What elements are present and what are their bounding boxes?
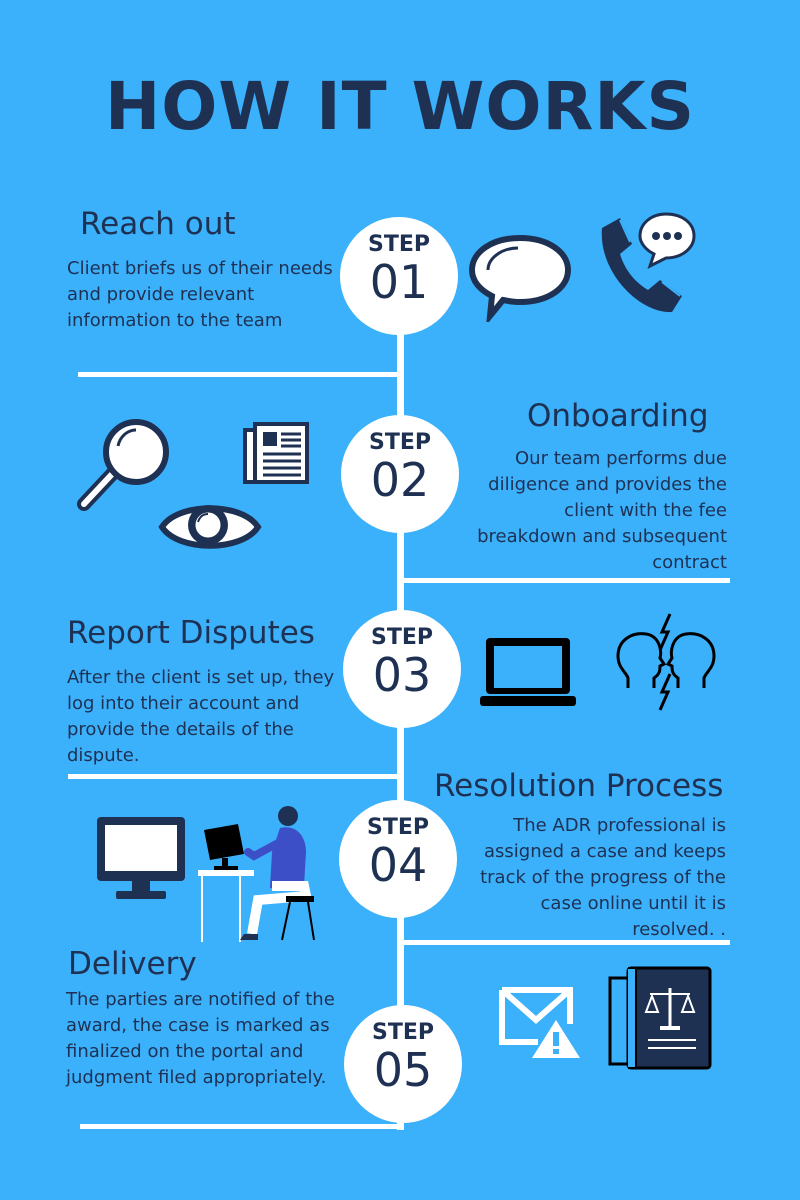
step-5-circle: STEP 05 <box>344 1005 462 1123</box>
step-2-circle: STEP 02 <box>341 415 459 533</box>
step-2-heading: Onboarding <box>527 398 709 434</box>
step-5-heading: Delivery <box>68 946 197 982</box>
step-3-circle: STEP 03 <box>343 610 461 728</box>
person-at-computer-icon <box>198 806 315 942</box>
laptop-icon <box>480 638 576 706</box>
legal-document-icon <box>608 966 712 1070</box>
step-1-label: STEP <box>367 232 430 257</box>
divider-4 <box>397 940 730 945</box>
speech-bubble-icon <box>468 234 572 322</box>
divider-2 <box>397 578 730 583</box>
step-4-number: 04 <box>368 838 428 892</box>
divider-3 <box>68 774 404 779</box>
step-1-circle: STEP 01 <box>340 217 458 335</box>
step-1-heading: Reach out <box>80 206 236 242</box>
divider-5 <box>80 1124 404 1129</box>
step-3-number: 03 <box>372 648 432 702</box>
page-title: HOW IT WORKS <box>104 68 696 145</box>
step-4-text: The ADR professional is assigned a case … <box>480 815 726 940</box>
arguing-heads-icon <box>616 613 716 711</box>
step-1-text: Client briefs us of their needs and prov… <box>67 258 333 331</box>
step-2-number: 02 <box>370 453 430 507</box>
step-3-heading: Report Disputes <box>67 615 315 651</box>
step-3-text: After the client is set up, they log int… <box>67 667 335 766</box>
divider-1 <box>78 372 404 377</box>
newspaper-icon <box>243 422 309 484</box>
magnifier-icon <box>77 419 169 511</box>
step-5-number: 05 <box>373 1043 433 1097</box>
step-4-heading: Resolution Process <box>434 768 724 804</box>
step-4-label: STEP <box>366 815 429 840</box>
step-5-text: The parties are notified of the award, t… <box>66 989 335 1088</box>
step-2-label: STEP <box>368 430 431 455</box>
step-5-label: STEP <box>371 1020 434 1045</box>
monitor-icon <box>97 817 185 899</box>
step-4-circle: STEP 04 <box>339 800 457 918</box>
phone-chat-icon <box>601 212 696 313</box>
mail-warning-icon <box>499 987 580 1058</box>
step-1-number: 01 <box>369 255 429 309</box>
step-3-label: STEP <box>370 625 433 650</box>
step-2-text: Our team performs due diligence and prov… <box>477 448 727 573</box>
eye-icon <box>158 505 262 549</box>
